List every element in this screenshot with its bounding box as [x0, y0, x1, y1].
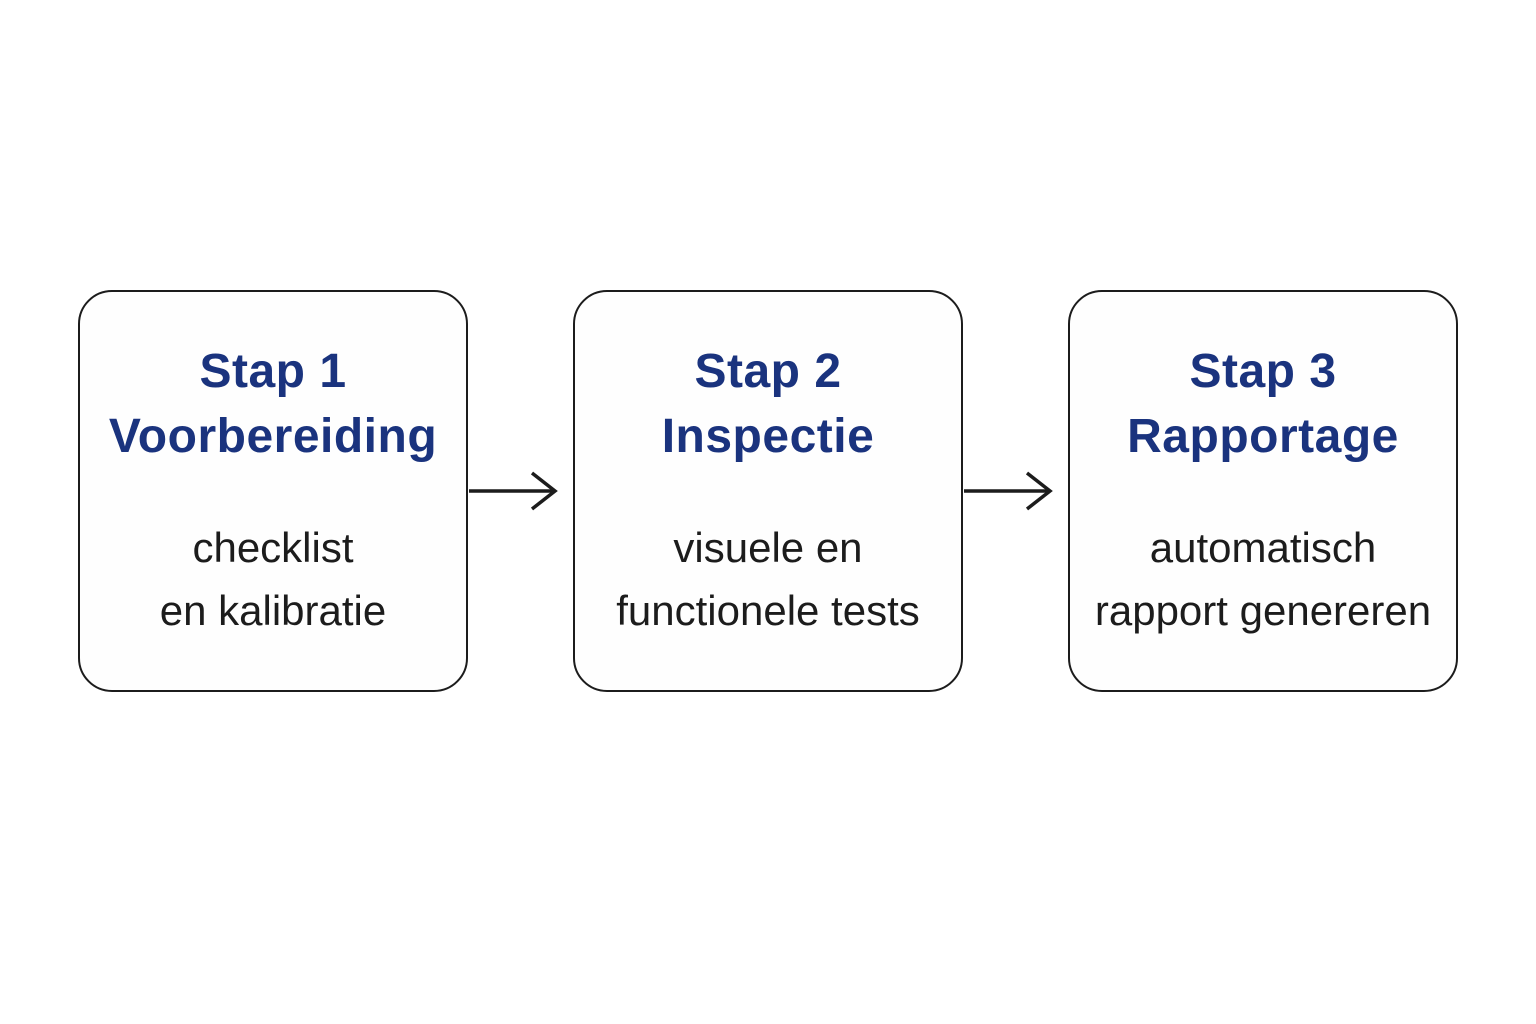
- process-flow-diagram: Stap 1 Voorbereiding checklist en kalibr…: [78, 290, 1458, 692]
- flow-arrow-1-to-2: [468, 290, 573, 692]
- step-1-description-line-1: checklist: [192, 523, 354, 571]
- step-3-description-line-1: automatisch: [1149, 523, 1377, 571]
- right-arrow-icon: [469, 471, 558, 511]
- flow-arrow-2-to-3: [963, 290, 1068, 692]
- step-2-description-line-1: visuele en: [673, 523, 863, 571]
- step-1-description-line-2: en kalibratie: [159, 586, 387, 634]
- step-1-name: Voorbereiding: [108, 409, 438, 463]
- step-3-description: automatisch rapport genereren: [1095, 516, 1431, 642]
- step-1-title: Stap 1 Voorbereiding: [109, 340, 437, 470]
- step-2-label: Stap 2: [694, 345, 842, 398]
- right-arrow-icon: [964, 471, 1053, 511]
- step-box-2: Stap 2 Inspectie visuele en functionele …: [573, 290, 963, 692]
- step-3-label: Stap 3: [1189, 345, 1337, 398]
- step-3-title: Stap 3 Rapportage: [1127, 340, 1399, 470]
- step-box-3: Stap 3 Rapportage automatisch rapport ge…: [1068, 290, 1458, 692]
- step-1-label: Stap 1: [199, 345, 347, 398]
- step-2-title: Stap 2 Inspectie: [662, 340, 875, 470]
- step-3-name: Rapportage: [1127, 409, 1399, 463]
- step-1-description: checklist en kalibratie: [160, 516, 386, 642]
- step-box-1: Stap 1 Voorbereiding checklist en kalibr…: [78, 290, 468, 692]
- step-2-name: Inspectie: [661, 409, 875, 463]
- step-2-description: visuele en functionele tests: [616, 516, 920, 642]
- step-3-description-line-2: rapport genereren: [1094, 586, 1432, 634]
- step-2-description-line-2: functionele tests: [616, 586, 920, 634]
